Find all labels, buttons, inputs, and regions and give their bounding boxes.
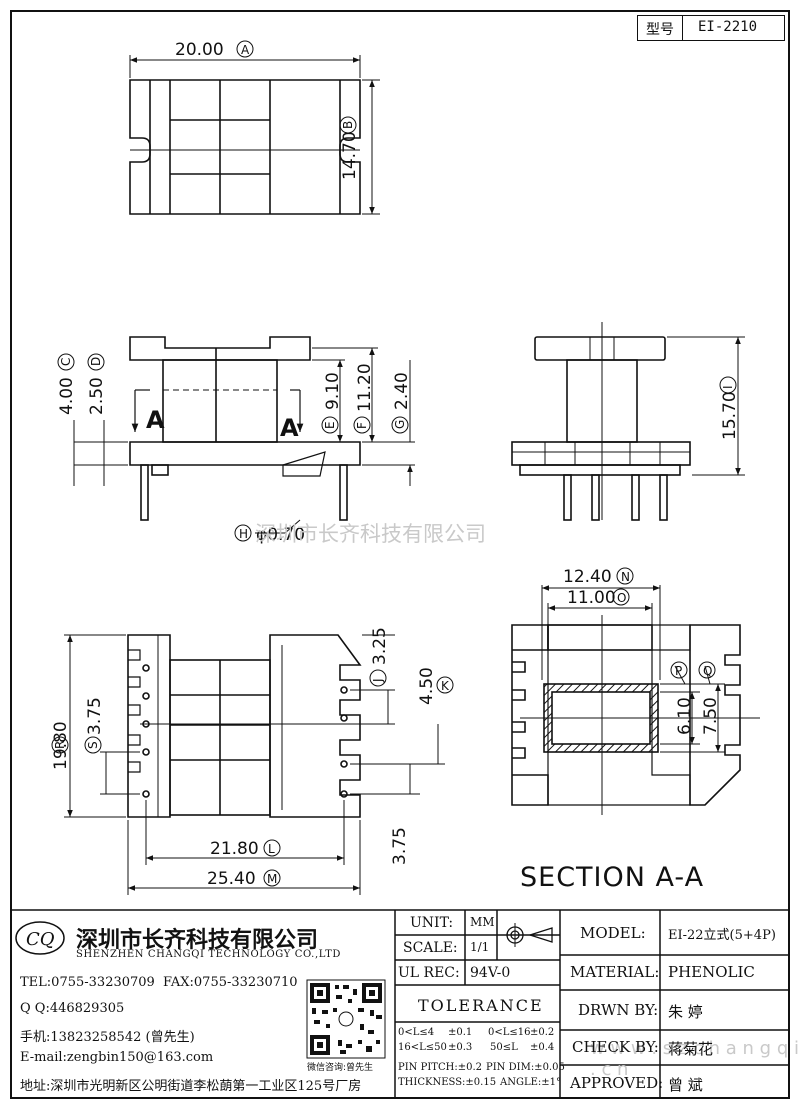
bottom-view — [64, 634, 445, 895]
section-view — [511, 585, 760, 815]
svg-text:L: L — [268, 842, 275, 856]
unit-value: MM — [470, 915, 495, 929]
drawn-label: DRWN BY: — [578, 1001, 659, 1019]
svg-text:I: I — [721, 385, 735, 389]
section-title: SECTION A-A — [520, 862, 704, 893]
model-label: MODEL: — [580, 924, 646, 942]
dim-m-text: 25.40 — [207, 869, 256, 889]
svg-text:B: B — [341, 121, 355, 129]
svg-text:O: O — [617, 591, 626, 605]
projection-symbol — [503, 923, 553, 947]
company-logo: CQ — [15, 921, 65, 955]
side-view — [511, 322, 745, 521]
watermark-footer: w w w . s z c h a n g q i . c n — [590, 1038, 799, 1080]
svg-text:D: D — [89, 357, 103, 366]
material-label: MATERIAL: — [570, 963, 660, 981]
dim-o-text: 11.00 — [567, 588, 616, 608]
dim-g-text: 2.40 — [392, 372, 412, 410]
company-fax: FAX:0755-33230710 — [163, 975, 298, 990]
title-block-grid — [10, 909, 790, 1099]
company-name-en: SHENZHEN CHANGQI TECHNOLOGY CO.,LTD — [76, 949, 342, 960]
part-number-box: 型号 EI-2210 — [637, 15, 785, 41]
drawn-value: 朱 婷 — [668, 1003, 703, 1021]
dim-q-text: 7.50 — [701, 697, 721, 735]
material-value: PHENOLIC — [668, 963, 755, 981]
company-qq: Q Q:446829305 — [20, 1001, 125, 1016]
qr-code — [306, 979, 386, 1059]
watermark-center: 深圳市长齐科技有限公司 — [255, 522, 486, 546]
tol-a4: ±0.2 — [530, 1027, 555, 1038]
section-mark-right: A — [280, 414, 299, 442]
svg-text:M: M — [267, 872, 277, 886]
ulrec-label: UL REC: — [398, 965, 460, 981]
svg-text:E: E — [323, 421, 337, 429]
tolerance-label: TOLERANCE — [418, 996, 544, 1015]
svg-text:F: F — [355, 422, 369, 429]
svg-text:N: N — [621, 570, 630, 584]
company-address: 地址:深圳市光明新区公明街道李松蓢第一工业区125号厂房 — [20, 1079, 362, 1094]
company-name-cn: 深圳市长齐科技有限公司 — [76, 928, 319, 953]
svg-text:CQ: CQ — [26, 929, 55, 950]
dim-f-text: 11.20 — [355, 363, 375, 412]
company-email: E-mail:zengbin150@163.com — [20, 1050, 214, 1065]
tol-b2: ±0.3 — [448, 1042, 473, 1053]
svg-text:H: H — [239, 527, 248, 541]
tol-a3: 0<L≤16 — [488, 1027, 531, 1038]
dim-e-text: 9.10 — [323, 372, 343, 410]
tol-c1: PIN PITCH:±0.2 — [398, 1062, 482, 1073]
dim-t-text: 3.75 — [390, 827, 410, 865]
tol-c2: PIN DIM:±0.05 — [486, 1062, 565, 1073]
dim-s-text: 3.75 — [85, 697, 105, 735]
dim-h-text: φ0.70 — [256, 525, 305, 545]
tol-a2: ±0.1 — [448, 1027, 473, 1038]
scale-label: SCALE: — [403, 940, 458, 956]
model-value: EI-22立式(5+4P) — [668, 928, 776, 943]
svg-text:C: C — [59, 358, 73, 366]
svg-text:P: P — [675, 664, 682, 678]
svg-text:J: J — [371, 678, 385, 683]
dim-b-text: 14.70 — [340, 131, 360, 180]
tol-d1: THICKNESS:±0.15 — [398, 1077, 497, 1088]
tol-a1: 0<L≤4 — [398, 1027, 435, 1038]
company-mobile: 手机:13823258542 (曾先生) — [20, 1030, 195, 1045]
dim-n-text: 12.40 — [563, 567, 612, 587]
dim-j-text: 3.25 — [370, 627, 390, 665]
front-view — [73, 336, 415, 534]
check-label: CHECK BY: — [572, 1038, 659, 1056]
svg-text:S: S — [86, 741, 100, 749]
company-tel: TEL:0755-33230709 — [20, 975, 155, 990]
ulrec-value: 94V-0 — [470, 965, 511, 981]
tol-b4: ±0.4 — [530, 1042, 555, 1053]
check-value: 蒋菊花 — [668, 1040, 714, 1058]
qr-caption: 微信咨询:曾先生 — [307, 1063, 374, 1073]
svg-text:K: K — [441, 679, 450, 693]
drawing-frame — [10, 10, 790, 1099]
part-label: 型号 — [646, 22, 674, 38]
svg-text:G: G — [393, 420, 407, 429]
dim-c-text: 4.00 — [57, 377, 77, 415]
dim-r-text: 19.80 — [51, 721, 71, 770]
dim-i-text: 15.70 — [720, 391, 740, 440]
dimension-labels: 20.00 A 14.70 B 4.00 C 2.50 D A A 9.10 E… — [51, 40, 740, 893]
dim-a-text: 20.00 — [175, 40, 224, 60]
svg-text:A: A — [241, 43, 250, 57]
dim-l-text: 21.80 — [210, 839, 259, 859]
svg-text:R: R — [53, 741, 67, 749]
top-view — [129, 55, 380, 215]
unit-label: UNIT: — [410, 915, 454, 931]
section-mark-left: A — [146, 406, 165, 434]
svg-text:Q: Q — [703, 664, 712, 678]
tol-b3: 50≤L — [490, 1042, 518, 1053]
approved-label: APPROVED: — [570, 1074, 664, 1092]
part-value: EI-2210 — [698, 19, 758, 35]
dim-k-text: 4.50 — [417, 667, 437, 705]
dim-p-text: 6.10 — [675, 697, 695, 735]
tol-d2: ANGLE:±1° — [500, 1077, 562, 1088]
tol-b1: 16<L≤50 — [398, 1042, 447, 1053]
approved-value: 曾 斌 — [668, 1076, 703, 1094]
dim-d-text: 2.50 — [87, 377, 107, 415]
scale-value: 1/1 — [470, 940, 490, 954]
